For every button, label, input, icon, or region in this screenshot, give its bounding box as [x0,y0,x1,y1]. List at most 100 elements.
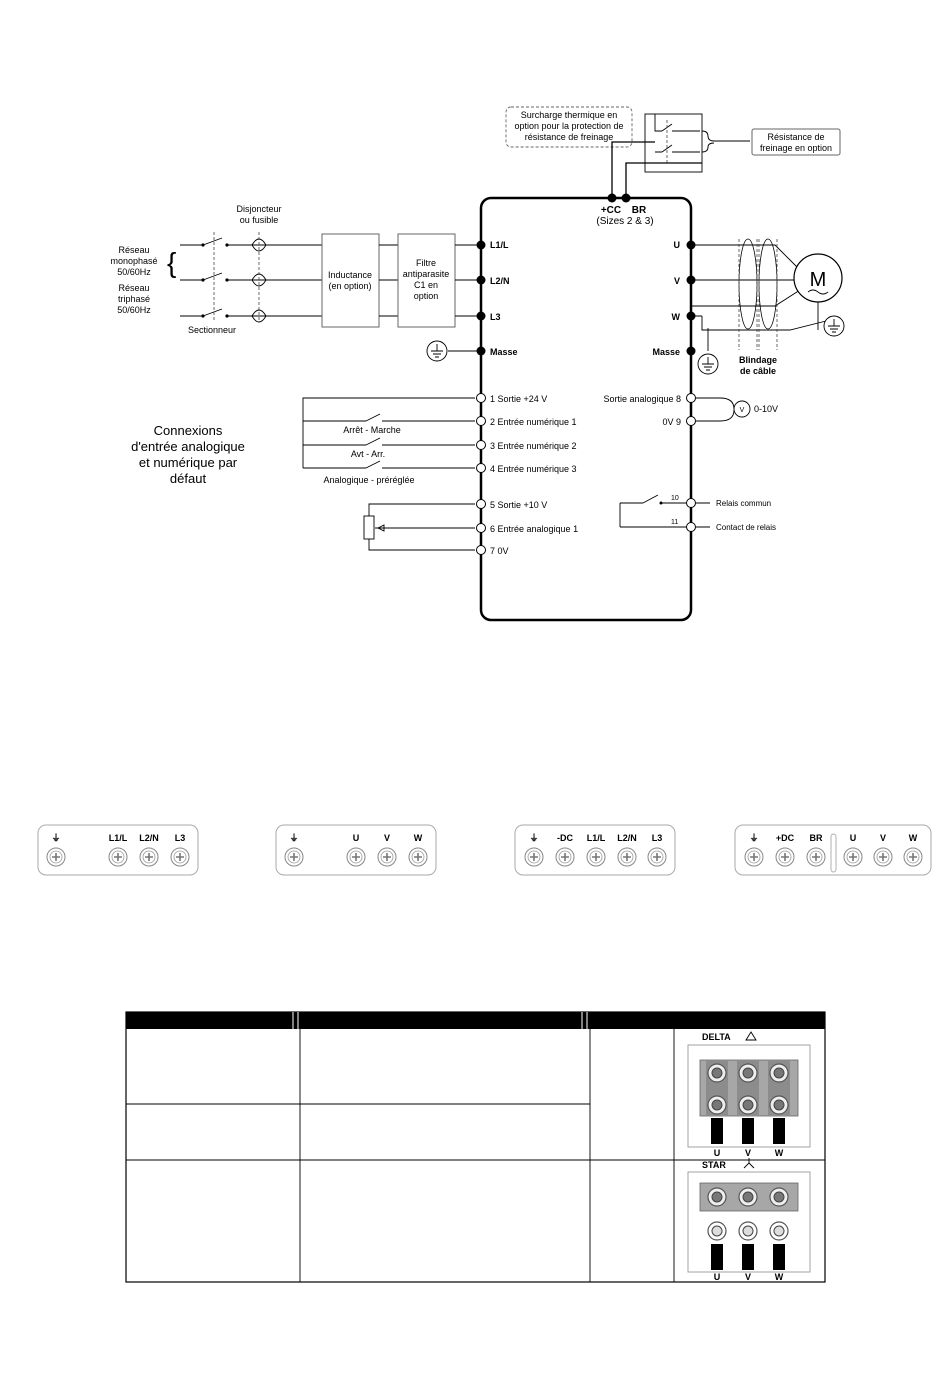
terminal-nut-icon [769,1095,789,1115]
switch-label-preset: Analogique - préréglée [323,475,414,485]
switch-label-direction: Avt - Arr. [351,449,385,459]
io-label-8: Sortie analogique 8 [603,394,681,404]
tb1-label: L2/N [139,833,159,843]
io-label-1: 1 Sortie +24 V [490,394,547,404]
thermal-relay-box [644,113,703,173]
terminal-block-1: ⏚ L1/L L2/N L3 [37,824,199,876]
tb3-label: L1/L [587,833,606,843]
label-l2: L2/N [490,276,510,286]
star-icon [743,1158,755,1169]
terminal-nut-icon [769,1221,789,1241]
screw-icon [873,847,893,867]
filter-line-1: Filtre [416,258,436,268]
tb2-label: U [353,833,360,843]
relay-label-contact: Contact de relais [716,523,776,532]
screw-icon [170,847,190,867]
screw-icon [586,847,606,867]
filter-line-4: option [414,291,439,301]
relay-wiring [619,494,710,528]
inductor-box [321,233,380,328]
table-header [126,1012,825,1029]
star-terminal-board [687,1171,811,1273]
terminal-nut-icon [738,1095,758,1115]
voltmeter-icon: V [740,407,745,414]
brake-resistor-feed [611,141,702,198]
filter-line-2: antiparasite [403,269,450,279]
star-label: STAR [702,1160,726,1170]
tb4-label: +DC [776,833,795,843]
screw-icon [377,847,397,867]
mains-three-line-3: 50/60Hz [117,305,151,315]
mains-single-line-2: monophasé [110,256,157,266]
screw-icon [806,847,826,867]
tb4-label: U [850,833,857,843]
terminal-nut-icon [769,1063,789,1083]
terminal-nut-icon [738,1063,758,1083]
right-io-terminals [686,393,696,532]
io-label-4: 4 Entrée numérique 3 [490,464,577,474]
label-sizes: (Sizes 2 & 3) [596,216,653,227]
thermal-note-line-3: résistance de freinage [525,132,614,142]
screw-icon [617,847,637,867]
inductor-line-2: (en option) [328,281,371,291]
mains-single-line-1: Réseau [118,245,149,255]
breaker-line-1: Disjoncteur [236,204,281,214]
brace-icon: { [167,247,176,278]
earth-icon [823,315,845,337]
terminal-nut-icon [769,1187,789,1207]
delta-phase-v: V [745,1148,751,1158]
tb2-label: W [414,833,423,843]
thermal-relay-contacts [654,114,700,153]
label-plus-cc: +CC [601,205,621,216]
screw-icon [647,847,667,867]
screw-icon [408,847,428,867]
terminal-nut-icon [738,1221,758,1241]
inductor-line-1: Inductance [328,270,372,280]
label-br: BR [632,205,647,216]
terminal-plus-cc [607,193,617,203]
tb1-earth-icon: ⏚ [51,833,60,843]
motor-icon: M [793,253,843,303]
shield-line-1: Blindage [739,355,777,365]
brake-resistor-box [751,128,841,156]
mains-single-line-3: 50/60Hz [117,267,151,277]
delta-terminal-board [687,1044,811,1148]
label-u: U [674,240,681,250]
delta-icon [745,1031,757,1041]
tb2-label: V [384,833,390,843]
screw-icon [843,847,863,867]
mains-three-line-2: triphasé [118,294,150,304]
io-label-7: 7 0V [490,546,509,556]
terminal-nut-icon [707,1187,727,1207]
tb2-earth-icon: ⏚ [289,833,298,843]
terminal-ground-out [686,346,696,356]
voltmeter-range: 0-10V [754,404,778,414]
thermal-note-line-1: Surcharge thermique en [521,110,618,120]
thermal-note-line-2: option pour la protection de [514,121,623,131]
motor-label: M [810,269,827,291]
label-v: V [674,276,680,286]
digital-input-wiring [302,397,475,469]
earth-icon [426,340,448,362]
relay-label-common: Relais commun [716,499,771,508]
screw-icon [346,847,366,867]
terminal-block-3: ⏚ -DC L1/L L2/N L3 [514,824,676,876]
relay-num-11: 11 [671,519,678,526]
io-label-2: 2 Entrée numérique 1 [490,417,577,427]
star-phase-v: V [745,1272,751,1282]
terminal-nut-icon [707,1095,727,1115]
io-label-6: 6 Entrée analogique 1 [490,524,578,534]
control-title-line-4: défaut [170,471,207,486]
screw-icon [108,847,128,867]
screw-icon [555,847,575,867]
tb4-label: W [909,833,918,843]
label-l3: L3 [490,312,501,322]
terminal-l1 [476,240,486,250]
terminal-br [621,193,631,203]
screw-icon [524,847,544,867]
tb1-label: L1/L [109,833,128,843]
filter-line-3: C1 en [414,280,438,290]
left-io-terminals [476,393,486,555]
drive-body [479,196,693,622]
